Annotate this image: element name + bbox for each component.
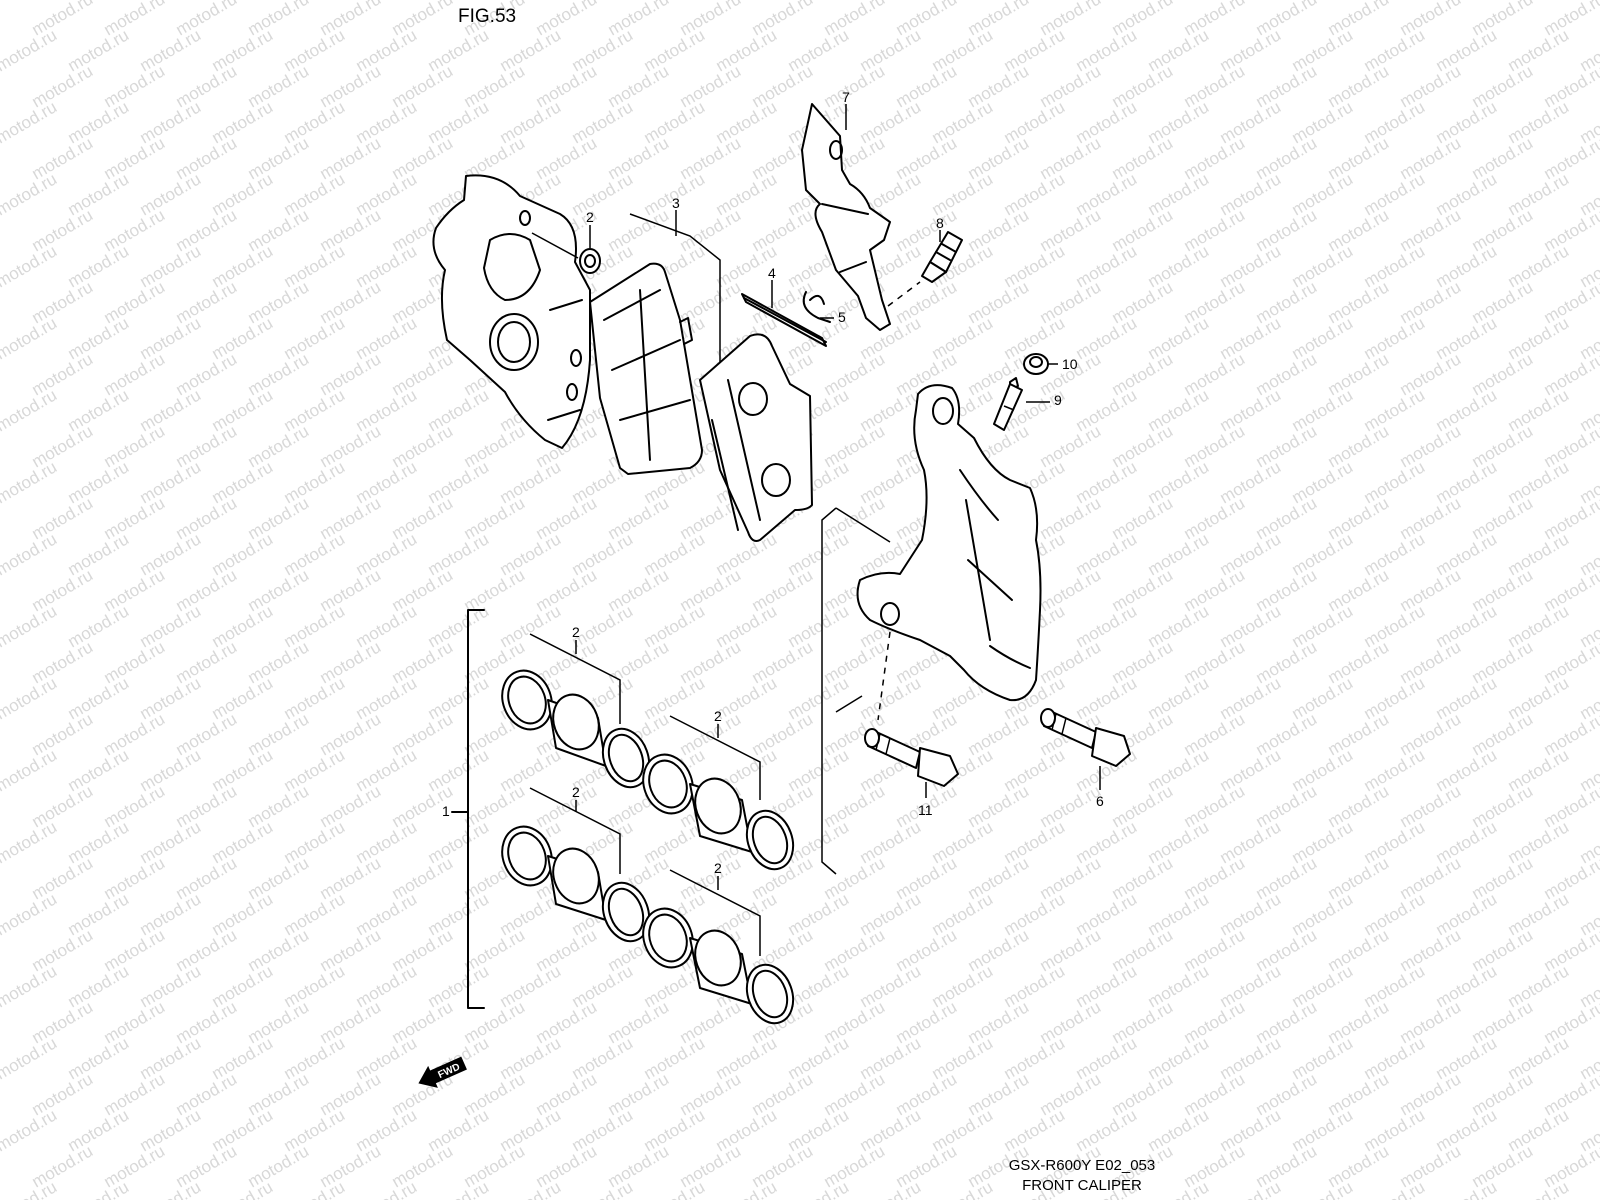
section-title: FRONT CALIPER [1022,1177,1142,1194]
watermark-text: motod.ru [0,97,60,147]
callout-3: 3 [672,195,680,211]
watermark-text: motod.ru [1505,1177,1573,1200]
watermark-text: motod.ru [713,1177,781,1200]
watermark-text: motod.ru [0,241,60,291]
watermark-text: motod.ru [0,961,60,1011]
watermark-text: motod.ru [1217,1177,1285,1200]
callout-8: 8 [936,215,944,231]
watermark-text: motod.ru [353,1177,421,1200]
watermark-text: motod.ru [209,1177,277,1200]
callout-2-seal-a: 2 [572,624,580,640]
watermark-text: motod.ru [65,1177,133,1200]
watermark-text: motod.ru [0,1177,60,1200]
callout-2-seal-b: 2 [714,708,722,724]
figure-label: FIG.53 [458,6,516,27]
watermark-text: motod.ru [785,1177,853,1200]
watermark-text: motod.ru [497,1177,565,1200]
watermark-text: motod.ru [929,1177,997,1200]
watermark-text: motod.ru [425,1177,493,1200]
watermark-text: motod.ru [0,529,60,579]
watermark-text: motod.ru [0,745,60,795]
model-code: GSX-R600Y E02_053 [1009,1157,1156,1174]
callout-2-seal-c: 2 [572,784,580,800]
watermark-text: motod.ru [641,1177,709,1200]
watermark-text: motod.ru [0,313,60,363]
watermark-text: motod.ru [1433,1177,1501,1200]
callout-2-seal-d: 2 [714,860,722,876]
callout-9: 9 [1054,392,1062,408]
callout-4: 4 [768,265,776,281]
watermark-text: motod.ru [1577,1177,1600,1200]
watermark-text: motod.ru [857,1177,925,1200]
part-10-bleeder-cap [1023,353,1049,375]
watermark-text: motod.ru [281,1177,349,1200]
watermark-text: motod.ru [137,1177,205,1200]
callout-11: 11 [918,802,933,818]
watermark-text: motod.ru [0,889,60,939]
callout-6: 6 [1096,793,1104,809]
watermark-text: motod.ru [1145,1177,1213,1200]
callout-10: 10 [1062,356,1078,372]
callout-7: 7 [842,89,850,105]
watermark-text: motod.ru [1577,0,1600,3]
callout-2-top: 2 [586,209,594,225]
watermark-text: motod.ru [0,601,60,651]
watermark-text: motod.ru [569,1177,637,1200]
part-3-brake-pad [589,262,703,475]
watermark-text: motod.ru [0,25,60,75]
watermark-text: motod.ru [0,457,60,507]
watermark-text: motod.ru [1289,1177,1357,1200]
watermark-text: motod.ru [0,1105,60,1155]
watermark-text: motod.ru [0,385,60,435]
watermark-text: motod.ru [0,0,60,3]
callout-1: 1 [442,803,450,819]
watermark-text: motod.ru [0,817,60,867]
watermark-text: motod.ru [1361,1177,1429,1200]
watermark-text: motod.ru [0,673,60,723]
callout-5: 5 [838,309,846,325]
watermark-text: motod.ru [0,1033,60,1083]
watermark-text: motod.ru [0,169,60,219]
